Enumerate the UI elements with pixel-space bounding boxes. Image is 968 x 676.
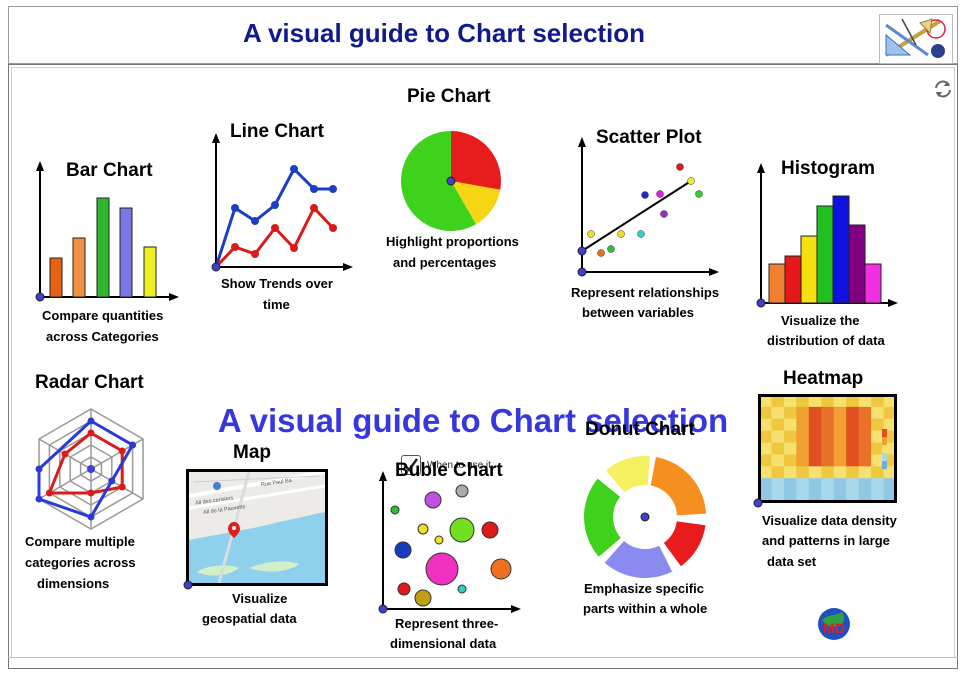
radar-chart-title: Radar Chart [35,372,144,393]
main-title: A visual guide to Chart selection [217,402,729,439]
refresh-icon[interactable] [932,78,954,100]
pie-chart-title: Pie Chart [407,86,491,107]
heatmap-desc-2: and patterns in large [762,533,890,548]
scatter-plot-desc-2: between variables [582,305,694,320]
map-title: Map [233,442,271,463]
heatmap-desc-1: Visualize data density [762,513,897,528]
radar-chart-desc-1: Compare multiple [25,534,135,549]
bar-chart-desc-2: across Categories [46,329,159,344]
bicycle-icon [213,482,221,490]
bar-chart-desc-1: Compare quantities [42,308,164,323]
line-chart-title: Line Chart [230,121,324,142]
map-graphic[interactable]: All des cerisiers All de la Pauvette Rue… [186,469,328,586]
line-chart-desc-2: time [263,297,290,312]
radar-chart-desc-3: dimensions [37,576,110,591]
when-to-use-checkbox[interactable] [401,455,421,475]
header-title: A visual guide to Chart selection [242,18,646,48]
map-canvas [189,472,325,583]
donut-chart-desc-1: Emphasize specific [584,581,704,596]
bubble-chart-title: Buble Chart [395,460,503,481]
svg-text:MD: MD [823,620,845,636]
histogram-title: Histogram [781,158,875,179]
page-header: A visual guide to Chart selection [8,6,958,64]
pie-chart-desc-1: Highlight proportions [386,234,519,249]
scatter-plot-title: Scatter Plot [596,127,702,148]
donut-chart-title: Donut Chart [585,419,695,440]
heatmap-desc-3: data set [767,554,817,569]
histogram-desc-2: distribution of data [767,333,885,348]
bar-chart-title: Bar Chart [66,160,153,181]
author-logo-icon: MD [818,608,850,640]
map-desc-1: Visualize [232,591,288,606]
heatmap-title: Heatmap [783,368,864,389]
radar-chart-desc-2: categories across [25,555,136,570]
donut-chart-desc-2: parts within a whole [583,601,708,616]
bubble-chart-desc-2: dimensional data [390,636,497,651]
pie-chart-desc-2: and percentages [393,255,497,270]
map-desc-2: geospatial data [202,611,297,626]
line-chart-desc-1: Show Trends over [221,276,333,291]
geometry-tools-logo-icon [879,14,953,64]
bubble-chart-desc-1: Represent three- [395,616,499,631]
bottom-divider [8,657,958,658]
checkmark-icon [404,458,419,473]
map-pin-icon [228,522,240,538]
applet-canvas[interactable]: All des cerisiers All de la Pauvette Rue… [8,64,958,669]
scatter-plot-desc-1: Represent relationships [571,285,720,300]
when-to-use-label[interactable]: When to use it [427,460,491,471]
histogram-desc-1: Visualize the [781,313,860,328]
